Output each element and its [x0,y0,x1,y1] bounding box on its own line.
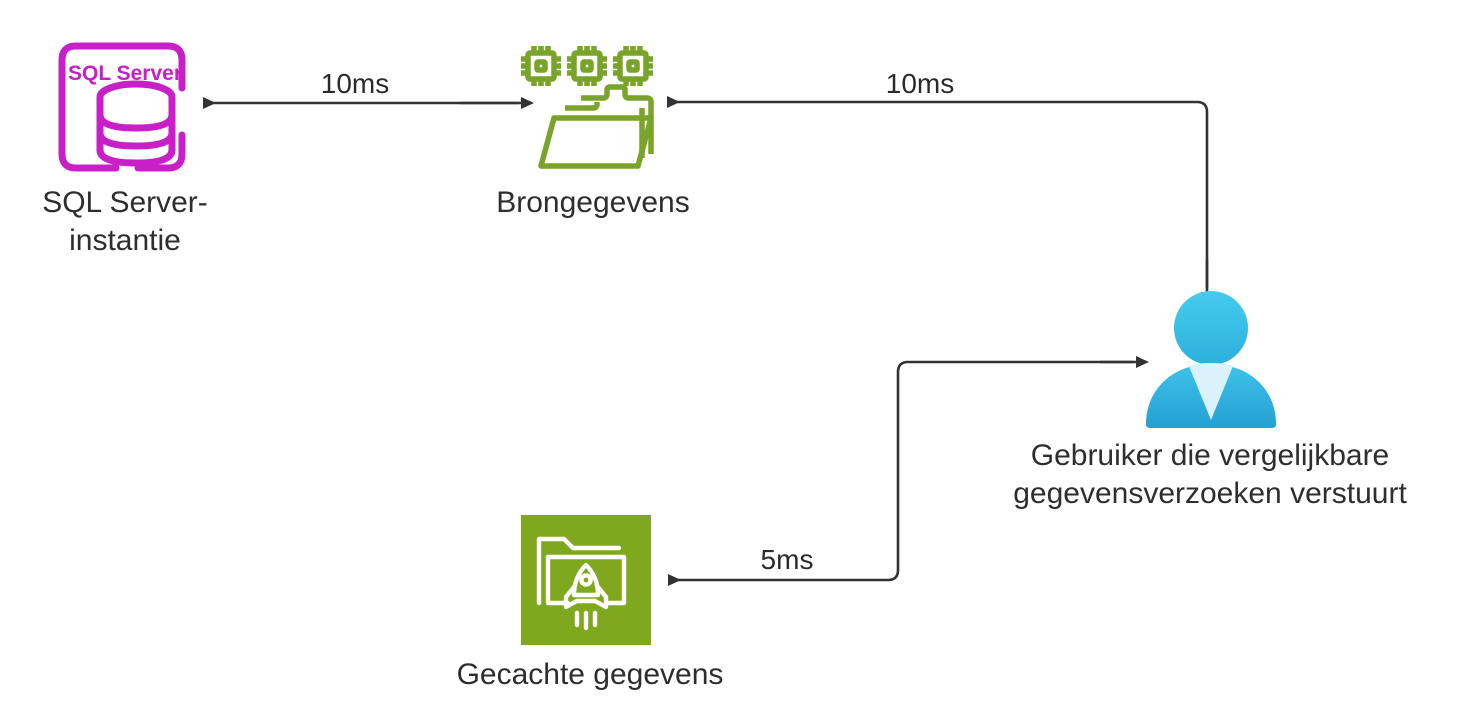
rocket-icon [563,562,609,610]
chip-icon-2 [567,46,607,86]
user-label: Gebruiker die vergelijkbare gegevensverz… [1013,439,1407,511]
edge-label-user-to-source: 10ms [885,68,955,99]
sql-server-badge-text: SQL Server [68,62,182,85]
chip-icon-1 [521,46,561,86]
chip-icon-3 [613,46,653,86]
rocket-exhaust-lines [574,610,598,631]
cached-data-rocket-folder-icon [521,515,651,645]
edge-user-to-sourcedata [667,96,1213,305]
user-head [1174,291,1248,365]
user-collar [1189,363,1233,420]
sql-server-instance-label: SQL Server- instantie [42,186,208,258]
cached-data-label: Gecachte gegevens [456,658,724,691]
folder-stack [538,84,654,169]
user-person-icon [1146,291,1276,428]
database-cylinder [96,80,176,167]
sql-server-database-icon: SQL Server [58,42,186,172]
edge-label-source-to-sql: 10ms [320,68,390,99]
source-data-folder-icon [521,46,654,169]
source-data-label: Brongegevens [496,186,690,219]
edge-label-cache-to-user: 5ms [760,544,814,575]
